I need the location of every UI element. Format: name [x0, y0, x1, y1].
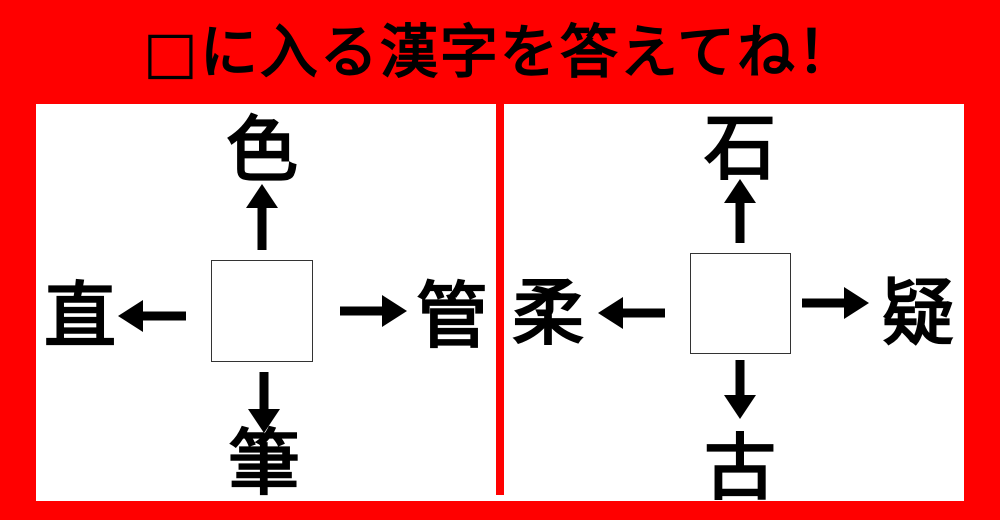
kanji-left-2: 柔: [511, 271, 584, 355]
panel-divider: [496, 104, 504, 495]
answer-box-2[interactable]: [690, 253, 791, 354]
kanji-right-2: 疑: [881, 271, 954, 355]
answer-box-1[interactable]: [211, 260, 313, 362]
quiz-title: □に入る漢字を答えてね！: [143, 18, 857, 86]
kanji-down-2: 古: [703, 426, 776, 510]
kanji-down-1: 筆: [227, 421, 300, 505]
kanji-left-1: 直: [43, 274, 116, 358]
kanji-right-1: 管: [415, 274, 488, 358]
kanji-up-1: 色: [225, 108, 298, 192]
kanji-up-2: 石: [703, 106, 776, 190]
